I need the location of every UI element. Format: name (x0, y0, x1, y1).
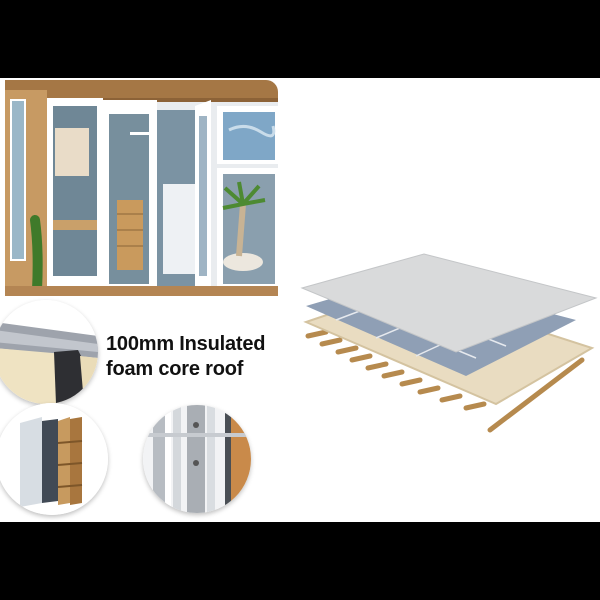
feature-label-line1: 100mm Insulated (106, 333, 266, 355)
door-lock-detail-circle (143, 405, 251, 513)
garden-room-photo (5, 80, 278, 296)
wall-layers-detail-circle (0, 403, 108, 515)
feature-label-line2: foam core roof (106, 358, 244, 380)
feature-label-roof: 100mm Insulated foam core roof (106, 332, 265, 382)
exploded-roof-diagram (296, 248, 600, 438)
product-canvas: 100mm Insulated foam core roof (0, 78, 600, 522)
roof-panel-detail-circle (0, 300, 98, 404)
